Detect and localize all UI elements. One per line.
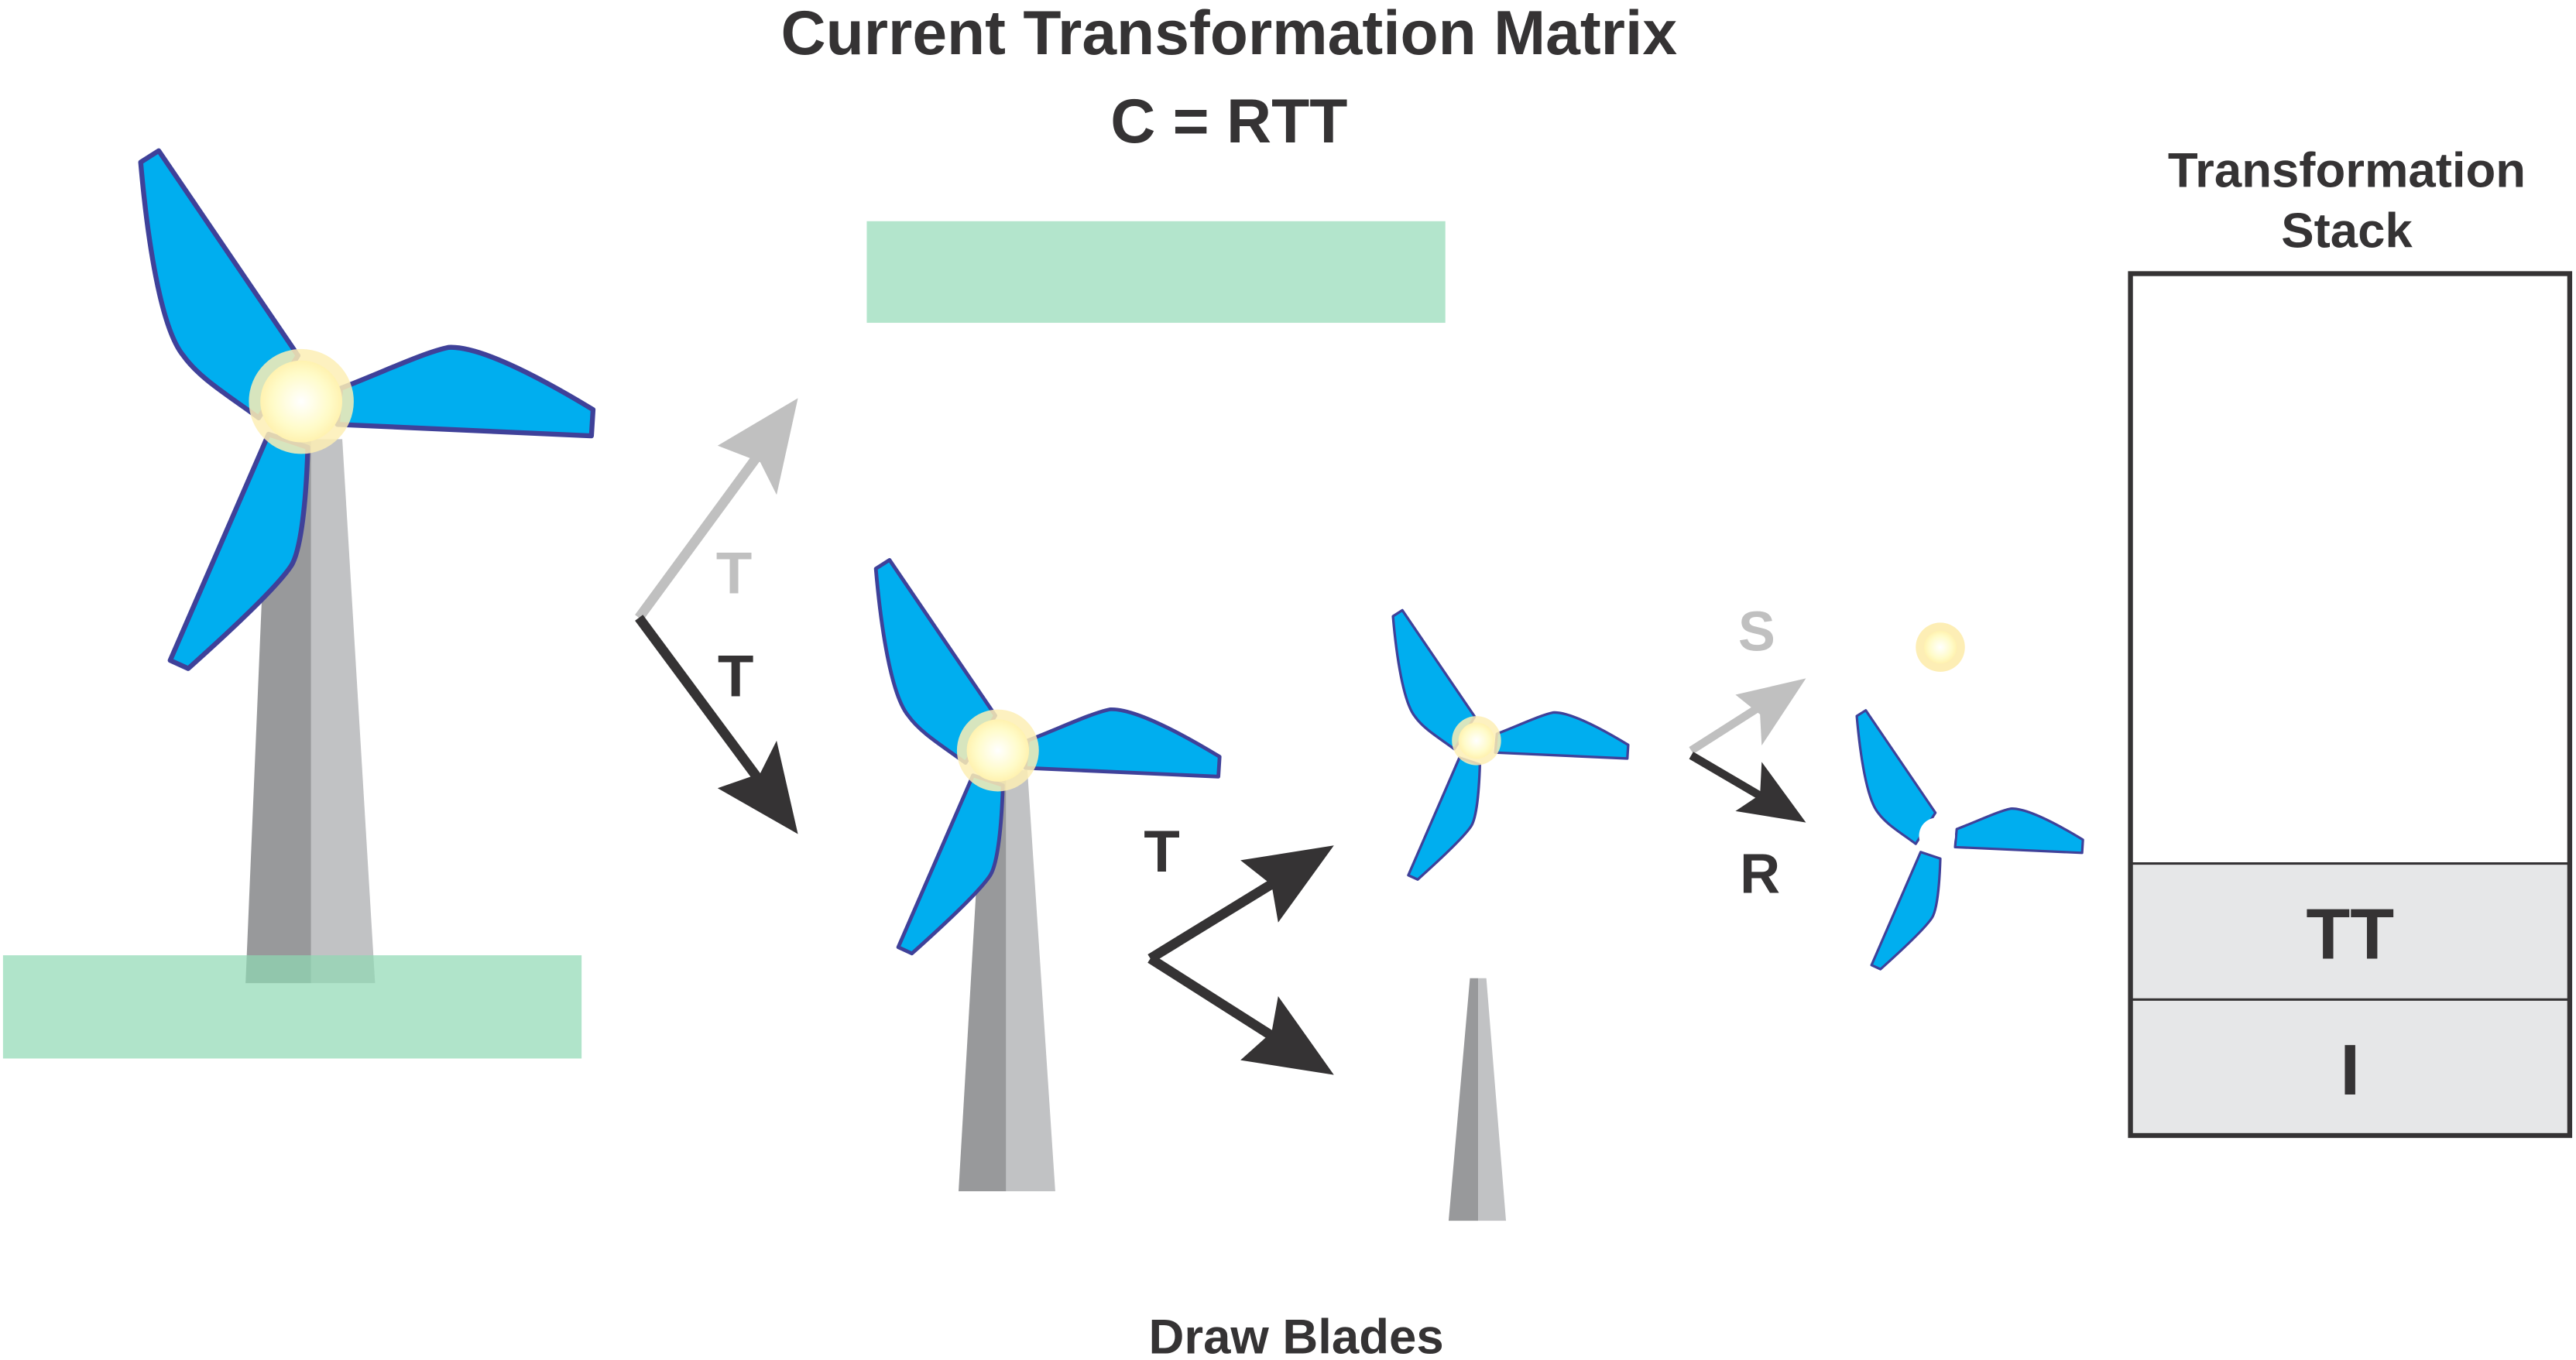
tower-light [1478,978,1507,1221]
turbine-full [2,151,593,1059]
stack-title-line1: Transformation [2168,143,2526,197]
blades [1855,709,2084,971]
label-t-dark: T [718,644,754,710]
stack-title-line2: Stack [2281,204,2413,259]
hub [260,360,343,443]
stack-entry: TT [2306,893,2394,974]
title-line1: Current Transformation Matrix [780,0,1677,68]
tower-light [1006,769,1055,1191]
blades [1391,608,1630,881]
tower-dark [1448,978,1479,1221]
arrow-dark-down [635,615,770,791]
arrowhead [1240,845,1334,923]
arrow-gray-up [635,443,770,621]
hub [966,719,1030,782]
label-r-dark: R [1740,844,1780,906]
tower-light [310,439,376,984]
turbine-split [1391,608,1630,1221]
hub [1458,722,1495,759]
ground [2,955,582,1059]
title-line2: C = RTT [1110,87,1347,156]
blades [141,151,593,669]
arrowhead-gray [1735,678,1806,746]
tower-dark [245,439,311,984]
arrow-up-right [1147,865,1298,963]
hub-empty [1919,817,1956,854]
current-matrix-box [866,221,1446,324]
tower-dark [959,769,1007,1191]
blades [876,560,1219,953]
stack-border [2128,271,2573,1139]
arrowhead [1240,996,1334,1075]
arrowhead-dark [717,740,798,834]
hub [1923,630,1957,664]
arrowhead-dark [1735,762,1806,823]
label-s-gray: S [1738,601,1775,663]
caption: Draw Blades [1149,1310,1444,1360]
stack-entry: I [2340,1029,2360,1110]
turbine-translated [876,560,1219,1191]
label-t-middle: T [1144,819,1180,885]
arrowhead-gray [717,398,798,495]
transformation-stack: TT I [2128,271,2573,1139]
label-t-gray: T [716,540,753,606]
blades-rotated [1855,622,2084,971]
